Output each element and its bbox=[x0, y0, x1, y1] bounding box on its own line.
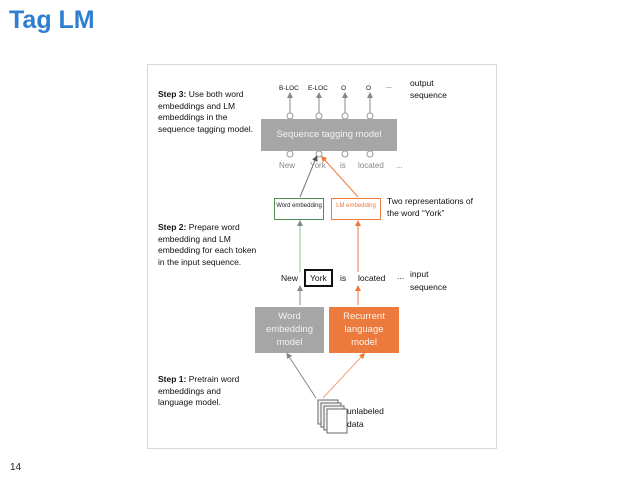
output-tag-4: O bbox=[366, 85, 372, 92]
token-top-5: ... bbox=[396, 161, 403, 170]
data-to-word-model bbox=[286, 352, 317, 399]
unlabeled-data-label: unlabeled data bbox=[347, 406, 384, 429]
diagram-connectors bbox=[286, 92, 374, 434]
output-sequence-label: output sequence bbox=[410, 78, 447, 100]
word-embedding-small: Word embedding bbox=[274, 198, 324, 220]
token-input-1: New bbox=[281, 273, 299, 283]
word-emb-arrow bbox=[299, 155, 318, 198]
two-representations-label: Two representations of the word “York” bbox=[387, 196, 473, 218]
slide-title: Tag LM bbox=[9, 6, 95, 34]
output-tag-3: O bbox=[341, 85, 347, 92]
output-arrows bbox=[287, 92, 373, 115]
data-to-rlm bbox=[322, 352, 366, 399]
token-top-3: is bbox=[340, 161, 346, 170]
token-top-2: York bbox=[310, 161, 326, 170]
lm-emb-arrow bbox=[320, 155, 359, 198]
token-top-1: New bbox=[279, 161, 296, 170]
lm-embedding-small: LM embedding bbox=[331, 198, 381, 220]
page-number: 14 bbox=[10, 462, 22, 473]
input-nodes bbox=[286, 150, 374, 158]
document-stack-icon bbox=[317, 399, 348, 434]
token-input-3: is bbox=[340, 273, 347, 283]
output-tag-1: B-LOC bbox=[279, 85, 299, 92]
sequence-tagging-model: Sequence tagging model bbox=[261, 119, 397, 151]
recurrent-language-model: Recurrent language model bbox=[329, 307, 399, 353]
word-embedding-model: Word embedding model bbox=[255, 307, 324, 353]
tag-lm-diagram: Step 3: Use both word embeddings and LM … bbox=[147, 64, 497, 449]
step1-text: Step 1: Pretrain word embeddings and lan… bbox=[158, 374, 240, 407]
step3-text: Step 3: Use both word embeddings and LM … bbox=[158, 89, 253, 134]
token-top-4: located bbox=[358, 161, 384, 170]
input-sequence-label: input sequence bbox=[410, 269, 447, 292]
token-input-5: ... bbox=[397, 271, 405, 281]
output-tag-2: E-LOC bbox=[308, 85, 328, 92]
output-tag-5: ... bbox=[386, 83, 392, 90]
token-input-2: York bbox=[304, 269, 333, 287]
step2-text: Step 2: Prepare word embedding and LM em… bbox=[158, 222, 257, 267]
token-input-4: located bbox=[358, 273, 386, 283]
